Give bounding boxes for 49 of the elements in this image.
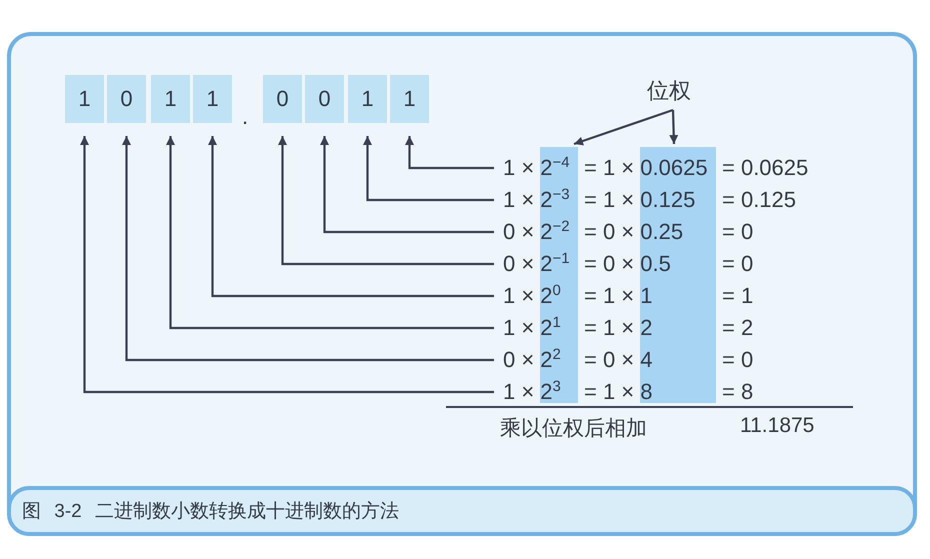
- pointer-arrow: [669, 110, 678, 144]
- result-value: = 0.125: [722, 187, 796, 213]
- digit-box: 1: [390, 75, 429, 123]
- power-term: 1 × 2$^{−3}$: [503, 187, 570, 213]
- leader-arrow: [166, 136, 494, 330]
- leader-arrow: [278, 136, 494, 266]
- weight-product: = 1 × 0.125: [584, 187, 696, 213]
- weight-product: = 1 × 1: [584, 283, 653, 309]
- power-term: 0 × 2$^{−1}$: [503, 251, 570, 277]
- leader-arrow: [405, 136, 494, 170]
- digit-box: 0: [305, 75, 344, 123]
- weight-product: = 1 × 0.0625: [584, 155, 708, 181]
- weight-product: = 1 × 2: [584, 315, 653, 341]
- leader-arrow: [363, 136, 494, 202]
- power-term: 0 × 2$^{−2}$: [503, 219, 570, 245]
- leader-arrow: [208, 136, 494, 298]
- leader-arrow: [122, 136, 494, 362]
- pointer-arrow: [574, 108, 674, 146]
- result-value: = 2: [722, 315, 754, 341]
- sum-note: 乘以位权后相加: [500, 416, 647, 442]
- digit-box: 1: [151, 75, 190, 123]
- result-value: = 1: [722, 283, 754, 309]
- result-value: = 0: [722, 219, 754, 245]
- power-term: 1 × 2$^{1}$: [503, 315, 561, 341]
- result-value: = 0: [722, 251, 754, 277]
- digit-box: 0: [263, 75, 302, 123]
- weight-product: = 0 × 4: [584, 347, 653, 373]
- weight-product: = 1 × 8: [584, 379, 653, 405]
- highlight-band: [540, 147, 578, 403]
- weight-product: = 0 × 0.25: [584, 219, 684, 245]
- highlight-band: [640, 147, 716, 403]
- weight-label: 位权: [644, 76, 694, 106]
- power-term: 0 × 2$^{2}$: [503, 347, 561, 373]
- result-value: = 0.0625: [722, 155, 808, 181]
- leader-arrow: [320, 136, 494, 234]
- digit-box: 1: [348, 75, 387, 123]
- digit-box: 1: [65, 75, 104, 123]
- digit-box: 1: [193, 75, 232, 123]
- result-value: = 0: [722, 347, 754, 373]
- total-value: 11.1875: [740, 414, 814, 438]
- power-term: 1 × 2$^{−4}$: [503, 155, 570, 181]
- binary-point: .: [242, 104, 248, 130]
- leader-arrow: [80, 136, 494, 394]
- power-term: 1 × 2$^{3}$: [503, 379, 561, 405]
- weight-product: = 0 × 0.5: [584, 251, 671, 277]
- result-value: = 8: [722, 379, 754, 405]
- figure-caption: 图 3-2 二进制数小数转换成十进制数的方法: [22, 500, 400, 524]
- digit-box: 0: [107, 75, 146, 123]
- power-term: 1 × 2$^{0}$: [503, 283, 561, 309]
